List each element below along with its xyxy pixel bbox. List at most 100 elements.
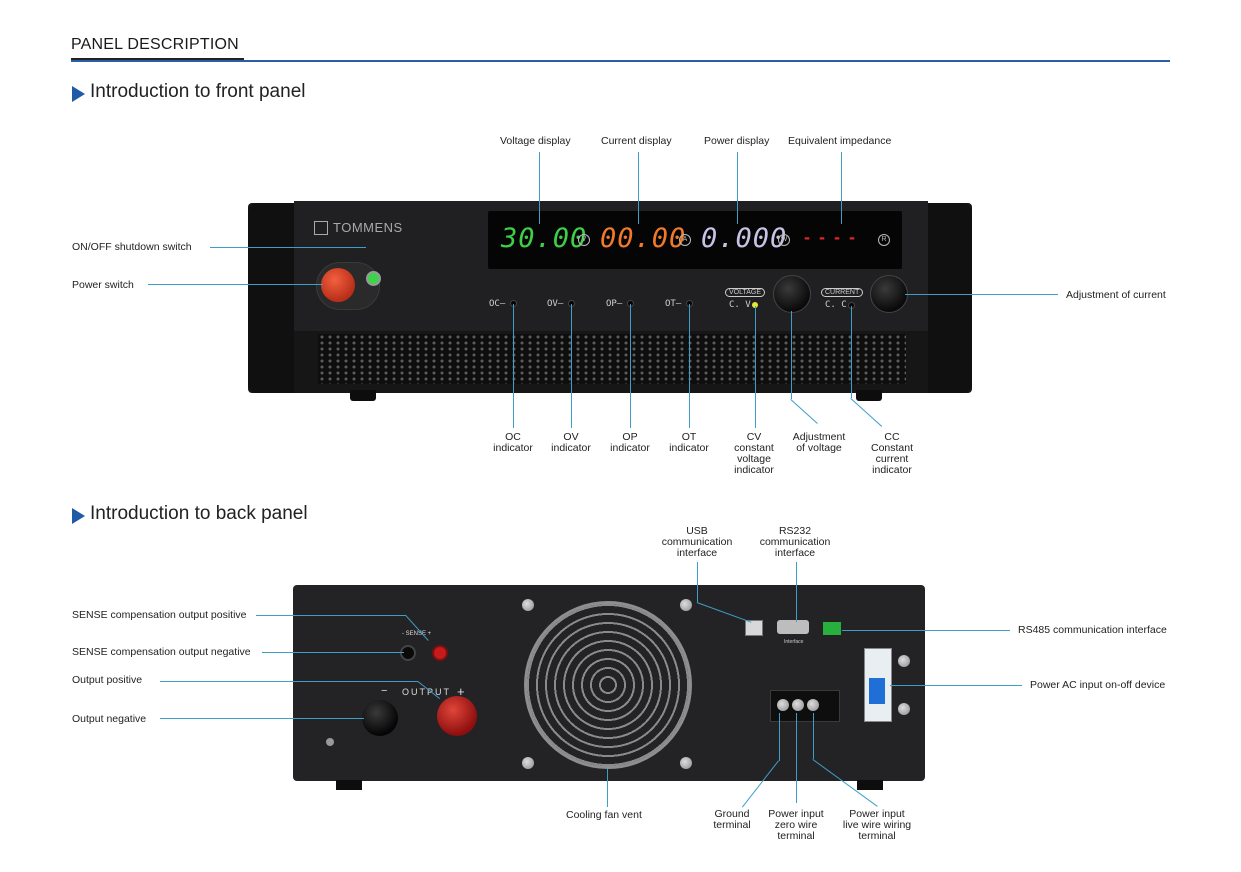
front-foot-left	[350, 390, 376, 401]
volt-unit-icon: V	[578, 234, 590, 246]
ohm-unit-icon: R	[878, 234, 890, 246]
page-title: PANEL DESCRIPTION	[71, 36, 239, 53]
leader-line	[513, 304, 514, 428]
cooling-fan-grill	[524, 601, 692, 769]
rs232-port[interactable]	[777, 620, 809, 634]
display-window	[488, 211, 902, 269]
interface-text: Interface	[784, 639, 804, 645]
leader-line	[850, 398, 883, 427]
leader-line	[571, 304, 572, 428]
ot-label: OT—	[665, 299, 682, 309]
current-adjust-knob[interactable]	[870, 275, 908, 313]
output-text: OUTPUT	[402, 687, 451, 697]
leader-line	[737, 152, 738, 224]
back-section-title: Introduction to back panel	[90, 503, 308, 524]
ov-label: OV—	[547, 299, 564, 309]
screw-icon	[680, 757, 692, 769]
oc-label: OC—	[489, 299, 506, 309]
leader-line	[905, 294, 1058, 295]
label-power-ac: Power AC input on-off device	[1030, 679, 1166, 691]
front-section-title: Introduction to front panel	[90, 81, 306, 102]
header-underline	[71, 58, 244, 60]
onoff-shutdown-switch[interactable]	[366, 271, 381, 286]
rs485-port[interactable]	[823, 622, 841, 635]
section-arrow-icon	[72, 86, 85, 102]
power-switch[interactable]	[321, 268, 355, 302]
screw-icon	[522, 599, 534, 611]
leader-line	[689, 304, 690, 428]
cc-text: C. C.	[825, 300, 853, 310]
leader-line	[638, 152, 639, 224]
leader-line	[160, 681, 418, 682]
leader-line	[841, 152, 842, 224]
sense-text: - SENSE +	[402, 631, 432, 637]
label-equivalent-impedance: Equivalent impedance	[788, 135, 892, 147]
label-sense-negative: SENSE compensation output negative	[72, 646, 251, 658]
voltage-badge: VOLTAGE	[725, 288, 766, 297]
switch-plate	[316, 262, 380, 310]
watt-unit-icon: W	[778, 234, 790, 246]
header-divider	[71, 60, 1170, 62]
screw-icon	[680, 599, 692, 611]
leader-line	[262, 652, 404, 653]
op-label: OP—	[606, 299, 623, 309]
screw-icon	[898, 703, 910, 715]
impedance-readout: - - - -	[804, 227, 857, 247]
voltage-adjust-knob[interactable]	[773, 275, 811, 313]
leader-line	[791, 311, 792, 399]
output-positive-terminal[interactable]	[437, 696, 477, 736]
brand-name: TOMMENS	[333, 220, 403, 235]
label-output-positive: Output positive	[72, 674, 143, 686]
right-handle	[928, 203, 972, 393]
leader-line	[842, 630, 1010, 631]
output-plus-sign: +	[457, 684, 465, 699]
left-handle	[248, 203, 294, 393]
label-rs485: RS485 communication interface	[1018, 624, 1167, 636]
leader-line	[630, 304, 631, 428]
front-vent-grill	[318, 334, 906, 384]
leader-line	[851, 306, 852, 398]
output-minus-sign: −	[381, 685, 388, 697]
voltage-readout: 30.00	[501, 223, 588, 254]
cv-indicator-led	[752, 302, 758, 308]
leader-line	[607, 769, 608, 807]
leader-line	[755, 306, 756, 428]
front-foot-right	[856, 390, 882, 401]
leader-line	[796, 562, 797, 622]
label-current-display: Current display	[601, 135, 672, 147]
leader-line	[796, 713, 797, 803]
cv-text: C. V	[729, 300, 751, 310]
label-voltage-display: Voltage display	[500, 135, 571, 147]
sense-negative-terminal[interactable]	[400, 645, 416, 661]
usb-port[interactable]	[745, 620, 763, 636]
screw-icon	[898, 655, 910, 667]
leader-line	[210, 247, 366, 248]
leader-line	[160, 718, 364, 719]
label-adjust-current: Adjustment of current	[1066, 289, 1166, 301]
back-foot-right	[857, 780, 883, 790]
label-output-negative: Output negative	[72, 713, 147, 725]
ground-screw-icon	[326, 738, 334, 746]
label-power-display: Power display	[704, 135, 770, 147]
label-sense-positive: SENSE compensation output positive	[72, 609, 247, 621]
leader-line	[790, 399, 818, 424]
current-badge: CURRENT	[821, 288, 864, 297]
leader-line	[148, 284, 323, 285]
leader-line	[779, 713, 780, 761]
brand-logo-icon	[314, 221, 328, 235]
back-foot-left	[336, 780, 362, 790]
leader-line	[890, 685, 1022, 686]
output-negative-terminal[interactable]	[362, 700, 398, 736]
breaker-toggle[interactable]	[869, 678, 885, 704]
sense-positive-terminal[interactable]	[432, 645, 448, 661]
